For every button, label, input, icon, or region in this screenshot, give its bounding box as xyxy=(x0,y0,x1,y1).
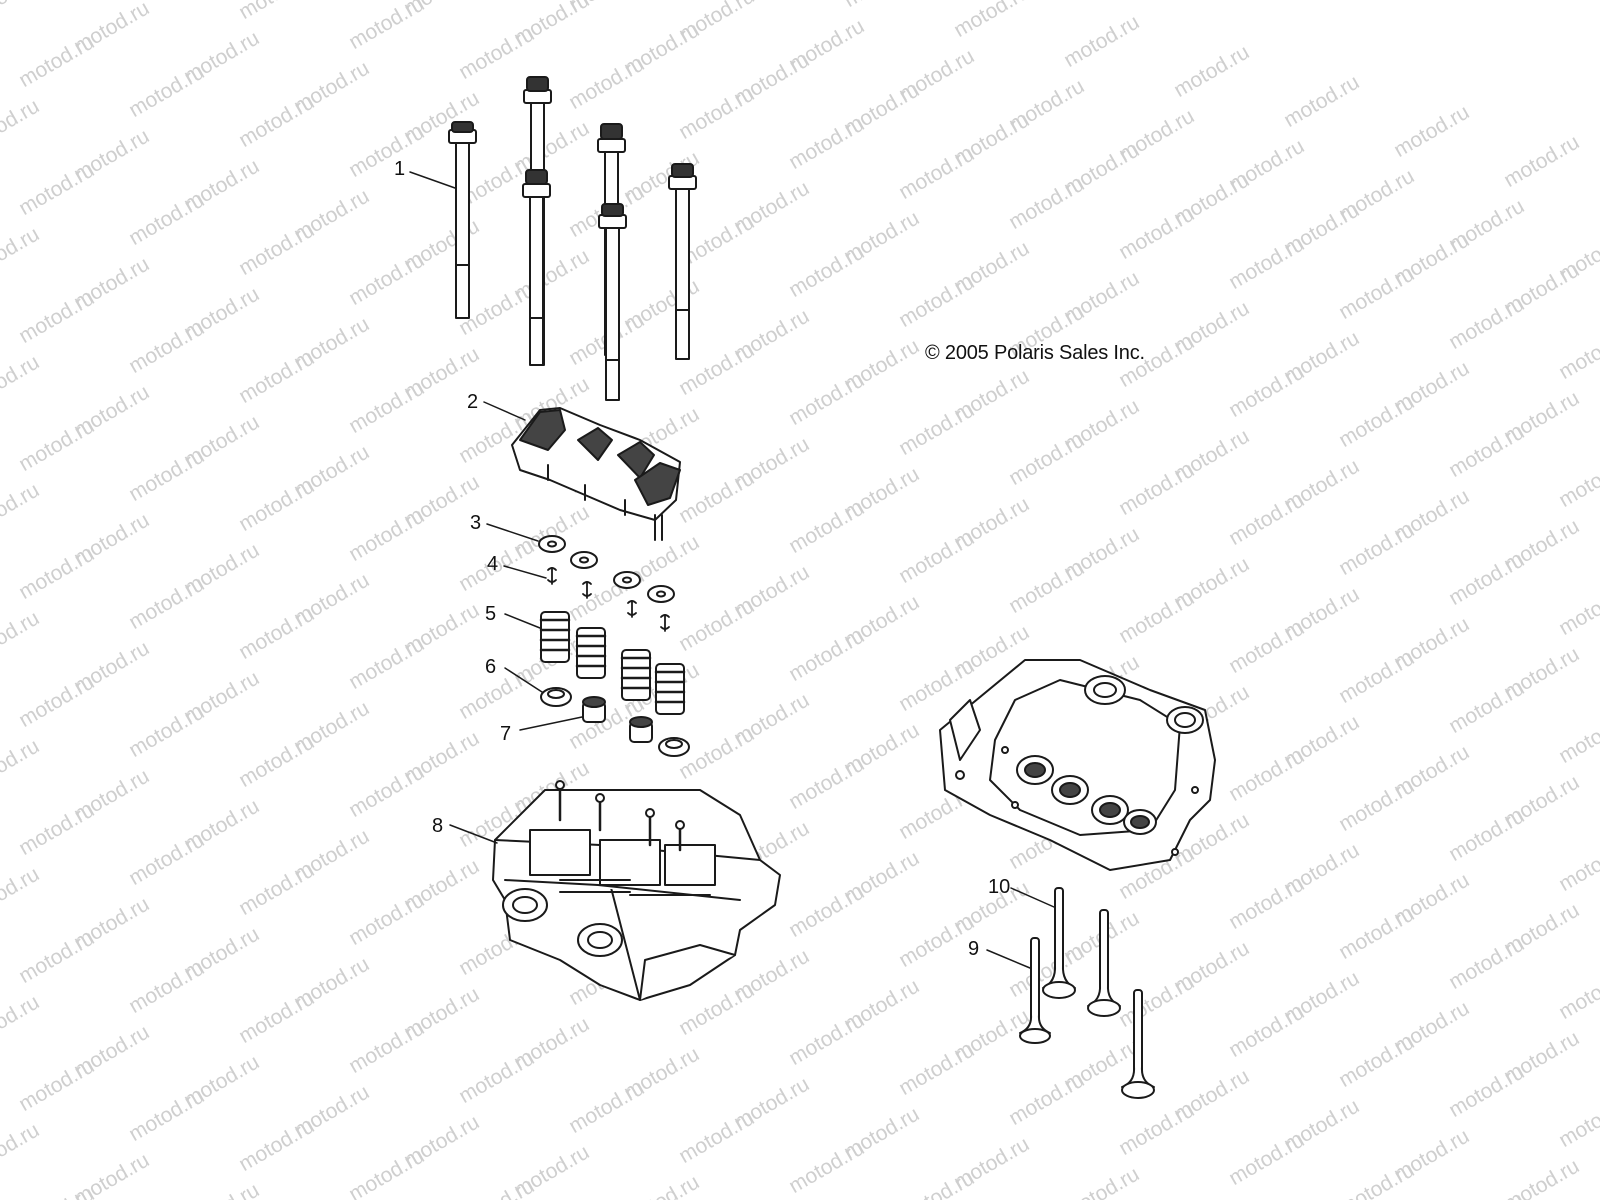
callout-4: 4 xyxy=(487,553,498,575)
copyright-notice: © 2005 Polaris Sales Inc. xyxy=(925,342,1145,364)
valve-keepers xyxy=(547,567,670,632)
cylinder-head-top xyxy=(492,780,781,1001)
cylinder-head-bottom xyxy=(939,659,1216,871)
callout-8: 8 xyxy=(432,815,443,837)
callout-1: 1 xyxy=(394,158,405,180)
callout-10: 10 xyxy=(988,876,1010,898)
leader-lines xyxy=(409,171,1055,969)
valve-stem-seals xyxy=(582,696,653,743)
valve-spring-retainers xyxy=(538,535,675,603)
callout-7: 7 xyxy=(500,723,511,745)
callout-labels: 1 2 3 4 5 6 7 8 10 9 xyxy=(394,158,1010,960)
spring-seats xyxy=(540,687,690,757)
callout-6: 6 xyxy=(485,656,496,678)
callout-2: 2 xyxy=(467,391,478,413)
callout-3: 3 xyxy=(470,512,481,534)
callout-5: 5 xyxy=(485,603,496,625)
valves xyxy=(1019,887,1155,1099)
head-bolts xyxy=(448,76,697,401)
rocker-arm-assembly xyxy=(511,407,681,541)
callout-9: 9 xyxy=(968,938,979,960)
valve-springs xyxy=(539,611,686,715)
